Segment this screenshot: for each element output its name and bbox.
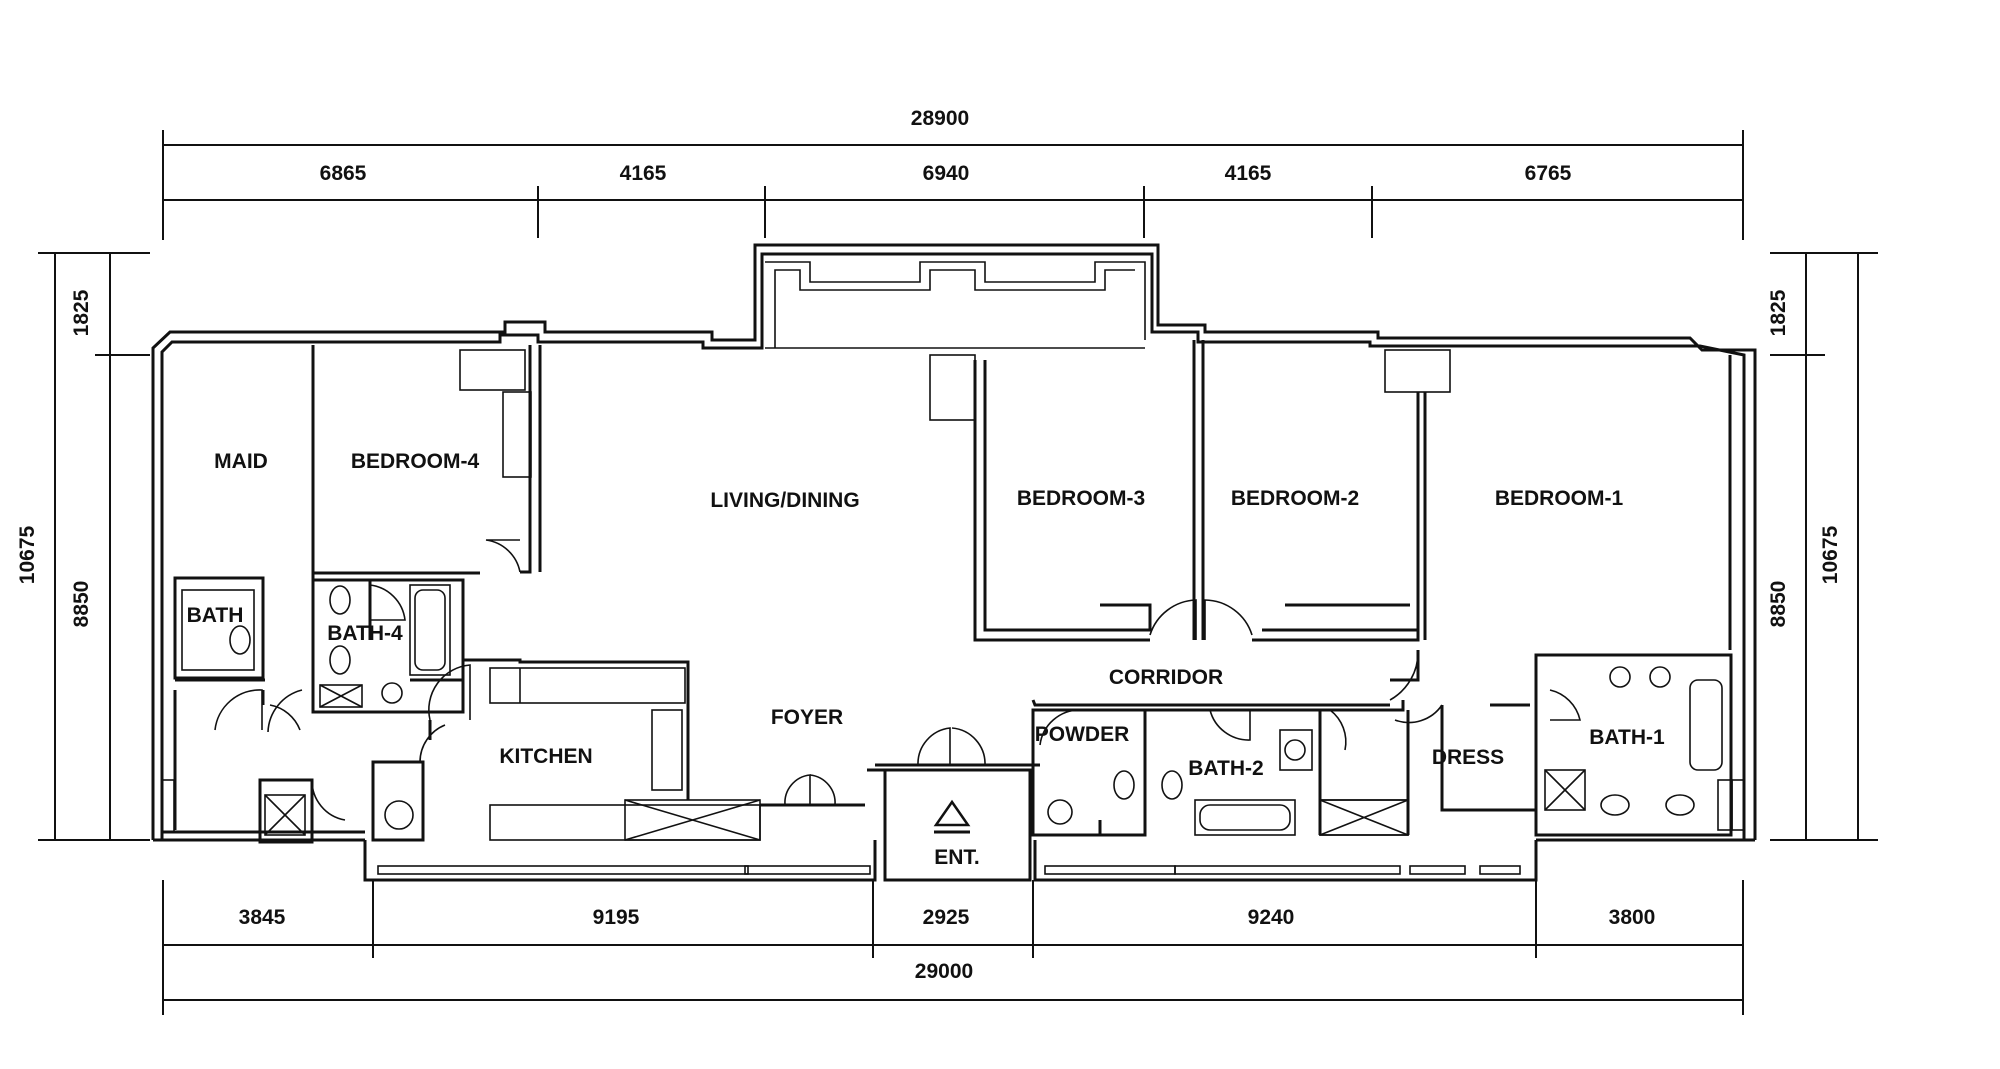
room-label-bedroom-2: BEDROOM-2: [1231, 487, 1359, 510]
dim-right-inner-bottom: 8850: [1767, 581, 1790, 628]
dim-left-outer: 10675: [16, 525, 39, 584]
room-label-powder: POWDER: [1035, 723, 1130, 746]
dim-right-outer: 10675: [1819, 525, 1842, 584]
dim-top-seg-2: 4165: [620, 162, 667, 185]
dim-left-inner-top: 1825: [70, 289, 93, 336]
dim-bottom-seg-5: 3800: [1609, 906, 1656, 929]
dim-top-seg-5: 6765: [1525, 162, 1572, 185]
dim-right-inner-top: 1825: [1767, 289, 1790, 336]
dim-left-inner-bottom: 8850: [70, 581, 93, 628]
entrance-arrow-icon: [933, 799, 971, 834]
dim-top-total: 28900: [911, 107, 969, 130]
room-label-bath-4: BATH-4: [327, 622, 403, 645]
dim-bottom-seg-3: 2925: [923, 906, 970, 929]
dim-bottom-total: 29000: [915, 960, 973, 983]
dim-bottom-seg-4: 9240: [1248, 906, 1295, 929]
room-label-bedroom-1: BEDROOM-1: [1495, 487, 1624, 510]
room-label-foyer: FOYER: [771, 706, 843, 729]
dim-top-seg-4: 4165: [1225, 162, 1272, 185]
dimension-lines: 28900 6865 4165 6940 4165 6765 3845 9195…: [16, 107, 1878, 1015]
room-label-living-dining: LIVING/DINING: [710, 489, 859, 512]
dim-top-seg-1: 6865: [320, 162, 367, 185]
dim-bottom-seg-1: 3845: [239, 906, 286, 929]
dim-top-seg-3: 6940: [923, 162, 970, 185]
room-label-kitchen: KITCHEN: [499, 745, 592, 768]
room-label-bedroom-3: BEDROOM-3: [1017, 487, 1145, 510]
doors-and-fixtures: [161, 539, 1745, 836]
room-label-maid: MAID: [214, 450, 268, 473]
room-label-bedroom-4: BEDROOM-4: [351, 450, 480, 473]
dim-bottom-seg-2: 9195: [593, 906, 640, 929]
room-label-bath-1: BATH-1: [1589, 726, 1665, 749]
room-labels: MAID BEDROOM-4 LIVING/DINING BEDROOM-3 B…: [187, 450, 1665, 869]
walls: [151, 243, 1757, 882]
room-label-bath-2: BATH-2: [1188, 757, 1263, 780]
room-label-corridor: CORRIDOR: [1109, 666, 1223, 689]
room-label-bath: BATH: [187, 604, 244, 627]
room-label-dress: DRESS: [1432, 746, 1504, 769]
room-label-entrance: ENT.: [934, 846, 980, 869]
